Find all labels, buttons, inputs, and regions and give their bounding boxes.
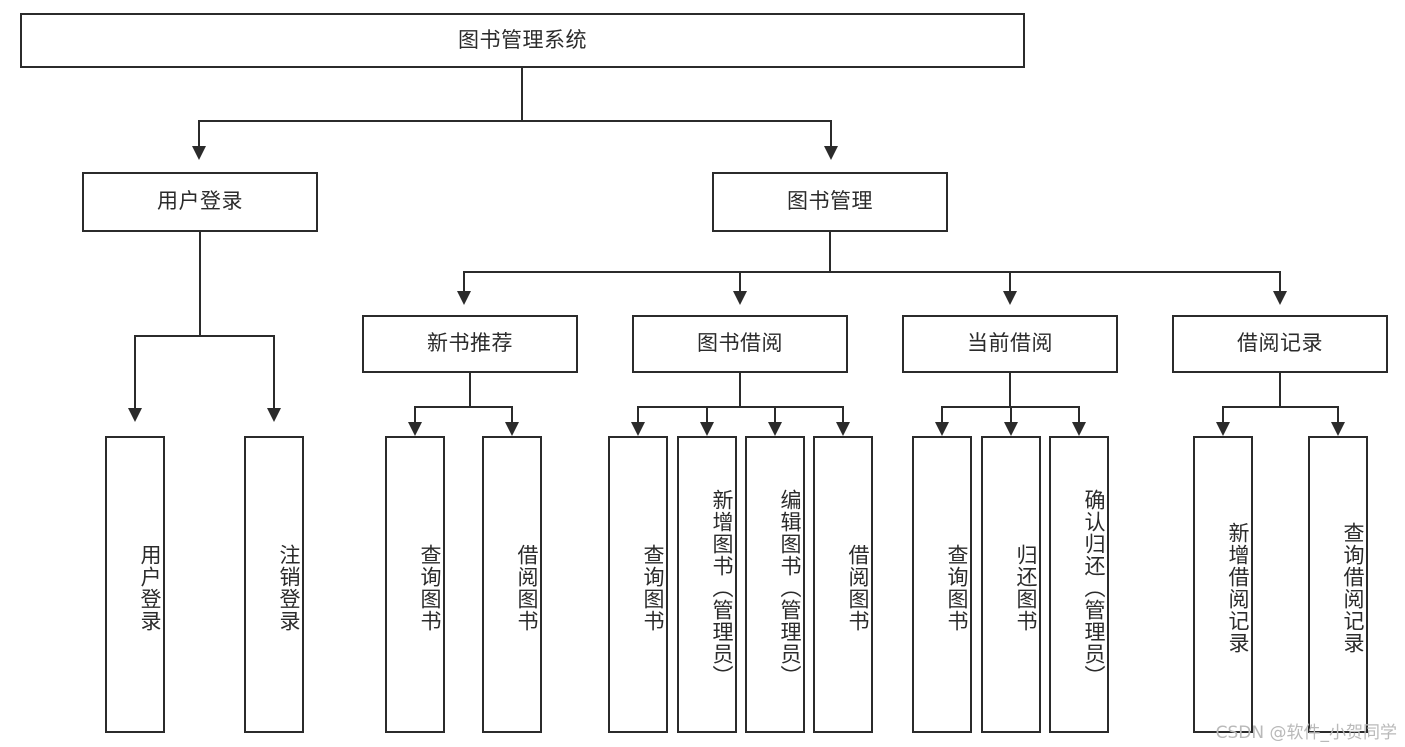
connector-bm-to-borrow-record xyxy=(1279,271,1281,293)
leaf-add-book-admin[interactable]: 新增图书（管理员） xyxy=(677,436,737,733)
node-label: 确认归还（管理员） xyxy=(1082,488,1106,687)
node-label: 编辑图书（管理员） xyxy=(778,488,802,687)
connector-book-borrow-leaf-1 xyxy=(637,406,639,424)
connector-new-book-leaf-2 xyxy=(511,406,513,424)
connector-new-book-stem xyxy=(469,373,471,408)
leaf-logout[interactable]: 注销登录 xyxy=(244,436,304,733)
connector-bm-to-new-book xyxy=(463,271,465,293)
node-label: 用户登录 xyxy=(157,189,243,214)
connector-borrow-record-leaf-2 xyxy=(1337,406,1339,424)
node-label: 查询借阅记录 xyxy=(1341,521,1365,654)
node-label: 查询图书 xyxy=(641,543,665,632)
arrowhead-current-borrow xyxy=(1003,291,1017,305)
leaf-query-book-current[interactable]: 查询图书 xyxy=(912,436,972,733)
connector-new-book-leaf-1 xyxy=(414,406,416,424)
connector-book-management-bus xyxy=(463,271,1280,273)
node-label: 新增借阅记录 xyxy=(1226,521,1250,654)
node-book-management[interactable]: 图书管理 xyxy=(712,172,948,232)
arrowhead-new-book-leaf-2 xyxy=(505,422,519,436)
connector-root-to-user-login xyxy=(198,120,200,148)
node-label: 借阅图书 xyxy=(846,543,870,632)
arrowhead-to-user-login xyxy=(192,146,206,160)
leaf-query-borrow-record[interactable]: 查询借阅记录 xyxy=(1308,436,1368,733)
connector-book-borrow-leaf-4 xyxy=(842,406,844,424)
leaf-add-borrow-record[interactable]: 新增借阅记录 xyxy=(1193,436,1253,733)
node-label: 查询图书 xyxy=(945,543,969,632)
arrowhead-current-borrow-leaf-3 xyxy=(1072,422,1086,436)
connector-book-management-stem xyxy=(829,232,831,272)
arrowhead-to-book-management xyxy=(824,146,838,160)
connector-bm-to-book-borrow xyxy=(739,271,741,293)
arrowhead-user-login-leaf-2 xyxy=(267,408,281,422)
node-label: 归还图书 xyxy=(1014,543,1038,632)
arrowhead-borrow-record xyxy=(1273,291,1287,305)
leaf-query-book-borrow[interactable]: 查询图书 xyxy=(608,436,668,733)
leaf-query-book-recommend[interactable]: 查询图书 xyxy=(385,436,445,733)
leaf-edit-book-admin[interactable]: 编辑图书（管理员） xyxy=(745,436,805,733)
node-label: 用户登录 xyxy=(138,543,162,632)
connector-borrow-record-stem xyxy=(1279,373,1281,408)
node-label: 当前借阅 xyxy=(967,331,1053,356)
node-current-borrow[interactable]: 当前借阅 xyxy=(902,315,1118,373)
connector-book-borrow-stem xyxy=(739,373,741,408)
connector-book-borrow-leaf-2 xyxy=(706,406,708,424)
connector-root-to-book-management xyxy=(830,120,832,148)
arrowhead-new-book-leaf-1 xyxy=(408,422,422,436)
connector-current-borrow-leaf-2 xyxy=(1010,406,1012,424)
arrowhead-book-borrow-leaf-1 xyxy=(631,422,645,436)
connector-current-borrow-stem xyxy=(1009,373,1011,408)
node-label: 图书管理 xyxy=(787,189,873,214)
arrowhead-book-borrow-leaf-3 xyxy=(768,422,782,436)
arrowhead-borrow-record-leaf-2 xyxy=(1331,422,1345,436)
node-label: 新增图书（管理员） xyxy=(710,488,734,687)
node-book-borrow[interactable]: 图书借阅 xyxy=(632,315,848,373)
node-root-book-management-system[interactable]: 图书管理系统 xyxy=(20,13,1025,68)
connector-user-login-to-leaf-2 xyxy=(273,335,275,410)
node-label: 图书管理系统 xyxy=(458,27,587,52)
arrowhead-book-borrow xyxy=(733,291,747,305)
connector-borrow-record-leaf-1 xyxy=(1222,406,1224,424)
node-borrow-record[interactable]: 借阅记录 xyxy=(1172,315,1388,373)
connector-book-borrow-leaf-3 xyxy=(774,406,776,424)
arrowhead-book-borrow-leaf-2 xyxy=(700,422,714,436)
arrowhead-new-book-recommend xyxy=(457,291,471,305)
node-label: 借阅记录 xyxy=(1237,331,1323,356)
arrowhead-book-borrow-leaf-4 xyxy=(836,422,850,436)
leaf-user-login[interactable]: 用户登录 xyxy=(105,436,165,733)
arrowhead-current-borrow-leaf-1 xyxy=(935,422,949,436)
node-user-login[interactable]: 用户登录 xyxy=(82,172,318,232)
connector-bm-to-current-borrow xyxy=(1009,271,1011,293)
connector-user-login-to-leaf-1 xyxy=(134,335,136,410)
connector-current-borrow-leaf-3 xyxy=(1078,406,1080,424)
node-label: 图书借阅 xyxy=(697,331,783,356)
arrowhead-current-borrow-leaf-2 xyxy=(1004,422,1018,436)
arrowhead-user-login-leaf-1 xyxy=(128,408,142,422)
node-label: 查询图书 xyxy=(418,543,442,632)
connector-current-borrow-leaf-1 xyxy=(941,406,943,424)
node-new-book-recommend[interactable]: 新书推荐 xyxy=(362,315,578,373)
connector-user-login-bus xyxy=(134,335,274,337)
leaf-confirm-return-admin[interactable]: 确认归还（管理员） xyxy=(1049,436,1109,733)
leaf-borrow-book[interactable]: 借阅图书 xyxy=(813,436,873,733)
node-label: 注销登录 xyxy=(277,543,301,632)
arrowhead-borrow-record-leaf-1 xyxy=(1216,422,1230,436)
connector-user-login-stem xyxy=(199,232,201,336)
leaf-borrow-book-recommend[interactable]: 借阅图书 xyxy=(482,436,542,733)
connector-root-stem xyxy=(521,68,523,121)
connector-new-book-bus xyxy=(414,406,512,408)
connector-root-bus xyxy=(198,120,832,122)
node-label: 借阅图书 xyxy=(515,543,539,632)
connector-borrow-record-bus xyxy=(1222,406,1338,408)
node-label: 新书推荐 xyxy=(427,331,513,356)
connector-book-borrow-bus xyxy=(637,406,843,408)
leaf-return-book[interactable]: 归还图书 xyxy=(981,436,1041,733)
